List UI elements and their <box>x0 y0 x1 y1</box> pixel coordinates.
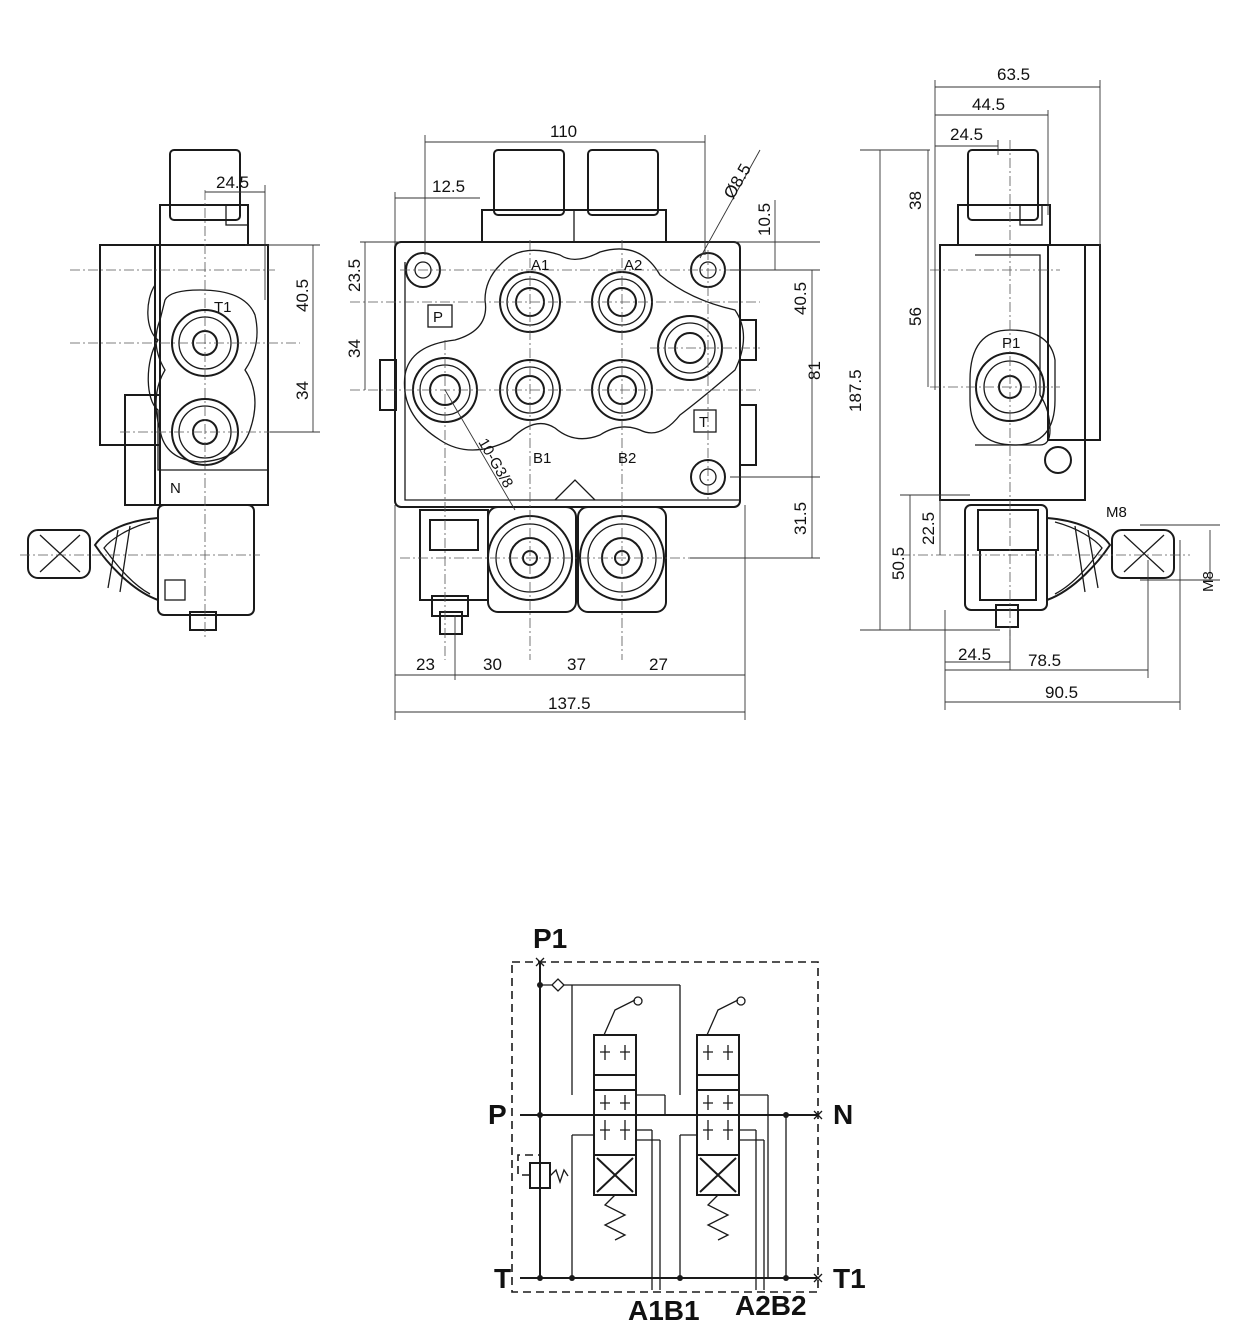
dim-bottom-2: 30 <box>483 655 502 674</box>
schematic-label-a1b1: A1B1 <box>628 1295 700 1326</box>
dim-front-top-margin: 10.5 <box>755 203 774 236</box>
schematic-label-t: T <box>494 1263 511 1294</box>
port-label-t: T <box>699 414 708 431</box>
hydraulic-schematic <box>511 957 823 1293</box>
dim-bottom-1: 23 <box>416 655 435 674</box>
dim-front-hole-offset: 12.5 <box>432 177 465 196</box>
right-side-view <box>900 80 1220 710</box>
dim-right-lower-b: 50.5 <box>889 547 908 580</box>
dim-left-lower-height: 34 <box>293 381 312 400</box>
dim-right-thread-2: M8 <box>1200 571 1217 592</box>
dim-right-top-2: 44.5 <box>972 95 1005 114</box>
dim-front-right-b: 81 <box>805 361 824 380</box>
port-label-t1-left: T1 <box>214 299 232 316</box>
front-view <box>350 135 1000 720</box>
dim-total-height: 187.5 <box>846 369 865 412</box>
dim-right-bottom-c: 90.5 <box>1045 683 1078 702</box>
dim-bottom-4: 27 <box>649 655 668 674</box>
schematic-label-p1: P1 <box>533 923 567 954</box>
schematic-label-a2b2: A2B2 <box>735 1290 807 1321</box>
port-label-b1: B1 <box>533 450 551 467</box>
port-thread-label: 10-G3/8 <box>475 436 517 491</box>
schematic-label-n: N <box>833 1099 853 1130</box>
dim-right-left-b: 56 <box>906 307 925 326</box>
dim-right-thread-1: M8 <box>1106 504 1127 521</box>
schematic-label-p: P <box>488 1099 507 1130</box>
schematic-label-t1: T1 <box>833 1263 866 1294</box>
dim-front-hole-dia: Ø8.5 <box>720 161 755 202</box>
dim-front-width-top: 110 <box>550 122 577 141</box>
dim-front-right-a: 40.5 <box>791 282 810 315</box>
dim-bottom-3: 37 <box>567 655 586 674</box>
dim-front-right-c: 31.5 <box>791 502 810 535</box>
dim-right-lower-a: 22.5 <box>919 512 938 545</box>
dim-front-left-b: 34 <box>345 339 364 358</box>
dim-left-upper-height: 40.5 <box>293 279 312 312</box>
dim-right-bottom-b: 78.5 <box>1028 651 1061 670</box>
left-side-view <box>20 149 320 640</box>
dim-right-left-a: 38 <box>906 191 925 210</box>
port-label-p1-right: P1 <box>1002 335 1020 352</box>
port-label-p: P <box>433 309 443 326</box>
dim-right-top-3: 24.5 <box>950 125 983 144</box>
dim-right-top-1: 63.5 <box>997 65 1030 84</box>
dim-front-left-a: 23.5 <box>345 259 364 292</box>
dim-left-top-width: 24.5 <box>216 173 249 192</box>
port-label-a1: A1 <box>531 257 549 274</box>
port-label-a2: A2 <box>624 257 642 274</box>
dim-front-width-bottom: 137.5 <box>548 694 591 713</box>
dim-right-bottom-a: 24.5 <box>958 645 991 664</box>
port-label-b2: B2 <box>618 450 636 467</box>
port-label-n-left: N <box>170 480 181 497</box>
